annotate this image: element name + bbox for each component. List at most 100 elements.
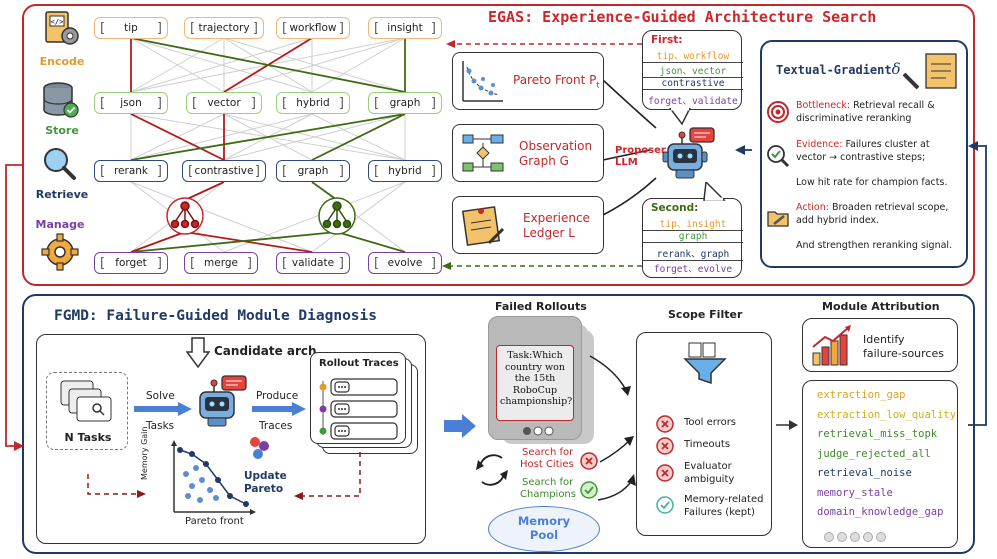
bottleneck-text1: Retrieval recall & [850,100,935,111]
node-insight[interactable]: insight [368,17,442,39]
traces-label: Traces [259,420,293,432]
rollout-traces-title: Rollout Traces [319,358,399,369]
delta-symbol: δ [891,60,901,78]
stage-retrieve-label: Retrieve [35,188,89,201]
filter-4-line2: Failures (kept) [684,507,755,518]
second-line-2: graph [643,231,743,243]
solve-label: Solve [146,390,175,402]
textual-gradient-card: Textual-Gradientδ Bottleneck: Retrieval … [760,40,968,268]
n-tasks-label: N Tasks [64,431,112,444]
filter-2-line1: Timeouts [684,439,731,450]
node-graph-retrieve[interactable]: graph [276,160,350,182]
search-champ-line1: Search for [522,477,574,488]
pareto-scatter [171,440,256,515]
identify-card: Identify failure-sources [802,318,958,372]
update-pareto-line2: Pareto [244,483,284,495]
action-text1: Broaden retrieval scope, [828,202,949,213]
evidence-text2: vector → contrastive steps; [796,152,926,163]
candidate-arch-label: Candidate arch. [214,344,322,358]
failure-source-item: memory_stale [817,486,893,499]
search-champ-line2: Champions [520,489,576,500]
second-title: Second: [651,202,699,214]
second-bubble-tail [703,182,726,201]
node-forget[interactable]: forget [94,252,168,274]
fgmd-panel [22,294,975,554]
node-merge[interactable]: merge [184,252,258,274]
target-icon [767,101,789,123]
solve-arrow [134,402,192,416]
node-workflow[interactable]: workflow [276,17,350,39]
task-screen: Task:Which country won the 15th RoboCup … [496,345,574,421]
agent-robot-icon [199,375,247,427]
people-icon [250,437,269,459]
action-text3: And strengthen reranking signal. [796,240,953,251]
encode-icon: </> [45,11,79,45]
memory-pool-line2: Pool [529,528,559,542]
node-vector[interactable]: vector [186,92,262,114]
node-json[interactable]: json [94,92,168,114]
tasks-label: Tasks [146,420,175,432]
evidence-text1: Failures cluster at [842,139,930,150]
observation-line1: Observation [519,139,593,153]
filter-4-line1: Memory-related [684,494,764,505]
notepad-pen-icon [902,53,957,90]
failure-source-item: judge_rejected_all [817,447,931,460]
first-bubble: First: tip、workflow json、vector contrast… [642,30,743,110]
bottleneck-label: Bottleneck: [796,100,851,111]
failed-rollouts-title: Failed Rollouts [495,300,587,313]
windows-stack-icon [60,380,112,422]
node-hybrid[interactable]: hybrid [276,92,350,114]
identify-line1: Identify [863,333,905,346]
bottleneck-text2: discriminative reranking [796,113,912,124]
pareto-chart-icon [462,61,503,102]
node-hybrid-retrieve[interactable]: hybrid [368,160,442,182]
pareto-front-axis-label: Pareto front [185,516,244,527]
stage-manage-label: Manage [35,218,85,231]
merge-tree-green [318,197,356,235]
trace-list-icon [319,378,398,440]
memory-pool: Memory Pool [488,506,600,552]
node-rerank[interactable]: rerank [94,160,168,182]
node-validate[interactable]: validate [276,252,350,274]
svg-text:</>: </> [51,18,64,26]
failure-source-item: extraction_low_quality [817,408,957,421]
proposer-line2: LLM [615,157,638,168]
node-evolve[interactable]: evolve [368,252,442,274]
task-text: Task:Which country won the 15th RoboCup … [500,350,573,407]
observation-graph-card[interactable]: Observation Graph G [452,124,604,182]
filter-3-line2: ambiguity [684,474,735,485]
textual-gradient-title: Textual-Gradient [776,63,892,77]
node-trajectory[interactable]: trajectory [184,17,264,39]
experience-ledger-card[interactable]: Experience Ledger L [452,196,604,254]
flowchart-icon [462,134,504,172]
node-graph[interactable]: graph [368,92,442,114]
filter-3-line1: Evaluator [684,461,732,472]
node-tip[interactable]: tip [94,17,168,39]
identify-line2: failure-sources [863,347,944,360]
search-host-line1: Search for [522,447,574,458]
action-text2: add hybrid index. [796,215,880,226]
second-line-1: tip、insight [643,216,743,231]
second-bubble: Second: tip、insight graph rerank、graph f… [642,198,743,278]
down-arrow-icon [186,337,210,369]
pareto-front-card[interactable]: Pareto Front Pt [452,52,604,110]
merge-tree-red [166,197,204,235]
pareto-sub: t [596,80,600,90]
memory-pool-line1: Memory [517,514,571,528]
page-dots [523,426,554,436]
node-contrastive[interactable]: contrastive [182,160,266,182]
robot-icon [662,127,715,179]
stage-encode-label: Encode [39,55,85,68]
scope-filter-title: Scope Filter [668,308,743,321]
first-line-3: contrastive [643,78,743,90]
phone-card: Task:Which country won the 15th RoboCup … [488,316,582,440]
funnel-icon [683,342,727,385]
sticky-note-icon [461,206,505,246]
database-icon [43,82,79,118]
first-line-2: json、vector [643,63,743,78]
failure-source-item: extraction_gap [817,389,906,401]
module-attribution-title: Module Attribution [822,300,940,313]
